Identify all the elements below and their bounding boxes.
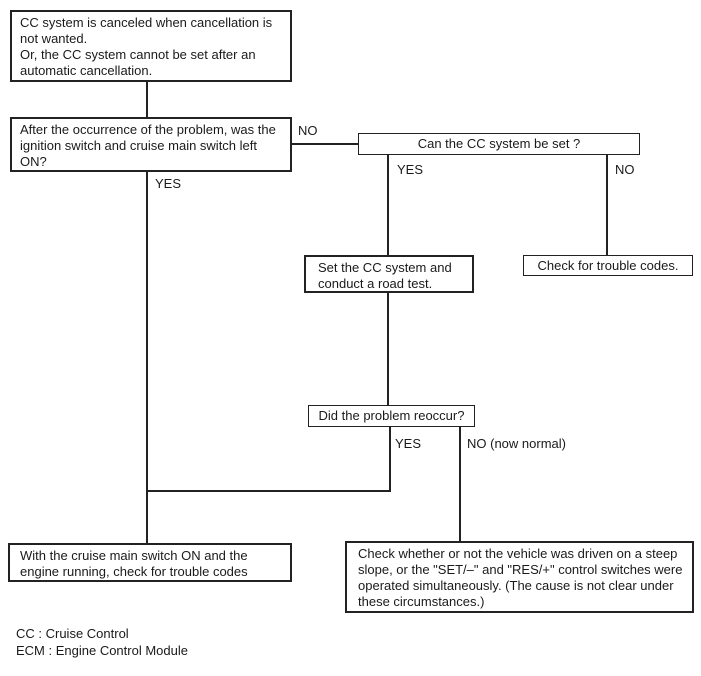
edge-label-ignition-no: NO — [298, 123, 318, 138]
connector-q-can-set-yes-down — [387, 155, 389, 255]
connector-q-can-set-no-down — [606, 155, 608, 255]
flow-box-check-codes-engine-running: With the cruise main switch ON and the e… — [8, 543, 292, 582]
edge-label-ignition-yes: YES — [155, 176, 182, 191]
connector-q-reoccur-no-down — [459, 427, 461, 541]
abbreviation-legend: CC : Cruise Control ECM : Engine Control… — [16, 626, 188, 658]
edge-label-can-set-no: NO — [615, 162, 635, 177]
connector-q-ignition-yes-down — [146, 172, 148, 543]
flow-box-check-steep-slope: Check whether or not the vehicle was dri… — [345, 541, 694, 613]
connector-start-to-q-ignition — [146, 82, 148, 117]
connector-q-ignition-no-right — [292, 143, 358, 145]
connector-q-reoccur-yes-down — [389, 427, 391, 491]
edge-label-reoccur-yes: YES — [395, 436, 422, 451]
flow-box-check-trouble-codes: Check for trouble codes. — [523, 255, 693, 276]
flow-box-question-problem-reoccur: Did the problem reoccur? — [308, 405, 475, 427]
flow-box-start: CC system is canceled when cancellation … — [10, 10, 292, 82]
flow-box-set-and-road-test: Set the CC system and conduct a road tes… — [304, 255, 474, 293]
flow-box-question-can-cc-be-set: Can the CC system be set ? — [358, 133, 640, 155]
edge-label-can-set-yes: YES — [397, 162, 424, 177]
connector-q-reoccur-yes-join — [146, 490, 391, 492]
flow-box-question-ignition-switch: After the occurrence of the problem, was… — [10, 117, 292, 172]
edge-label-reoccur-no: NO (now normal) — [467, 436, 566, 451]
connector-road-test-to-q-reoccur — [387, 293, 389, 405]
